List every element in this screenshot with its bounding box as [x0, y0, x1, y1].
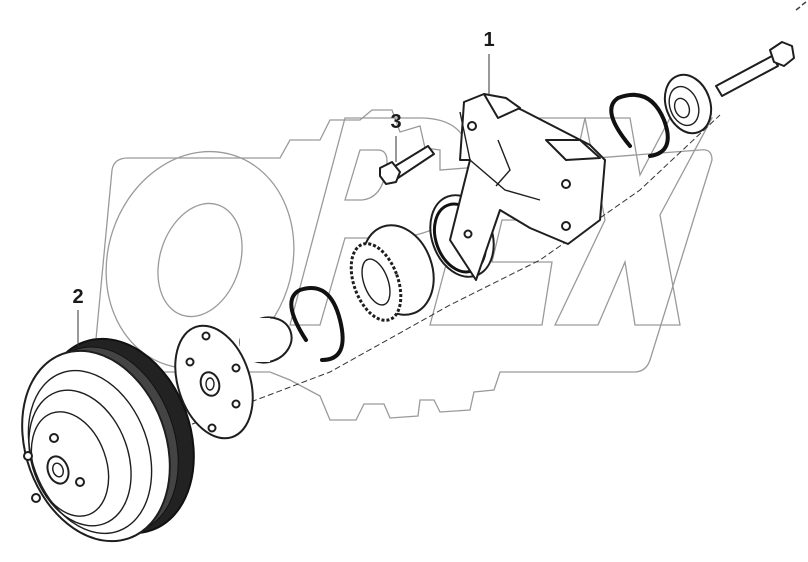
assembly-axis [149, 114, 721, 441]
bearing [349, 224, 435, 322]
hub-flange [174, 316, 293, 440]
bolt-short [379, 145, 435, 185]
corner-mark [795, 1, 807, 11]
bolt-long [715, 41, 795, 97]
callout-1: 1 [483, 29, 495, 51]
callout-3: 3 [390, 111, 402, 133]
pulley [21, 337, 195, 543]
seal-washer [663, 73, 713, 135]
callout-2: 2 [72, 286, 84, 308]
snap-ring-right [609, 92, 670, 158]
snap-ring-left [289, 286, 345, 362]
housing [449, 93, 606, 281]
